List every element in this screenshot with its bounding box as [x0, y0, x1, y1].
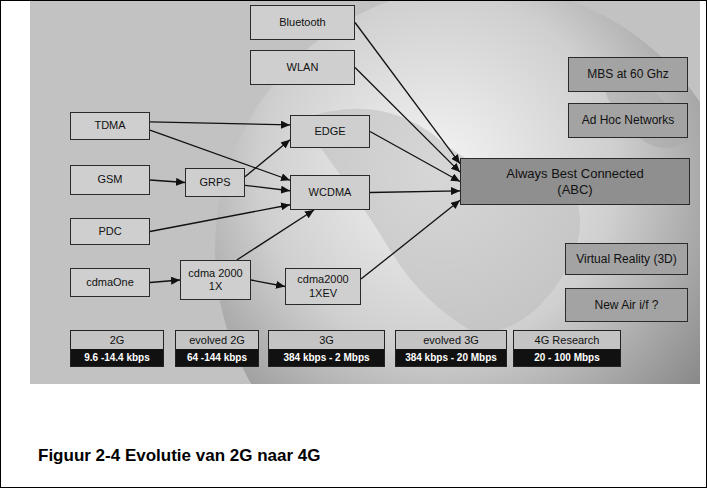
evolution-arrow: [150, 205, 290, 232]
evolution-arrow: [355, 68, 460, 173]
evolution-arrow: [150, 122, 290, 125]
generation-band: 4G Research20 - 100 Mbps: [513, 330, 621, 367]
globe: [215, 0, 700, 384]
box-label: Ad Hoc Networks: [582, 113, 675, 127]
evolution-arrow: [150, 180, 185, 183]
figure-caption: Figuur 2-4 Evolutie van 2G naar 4G: [38, 446, 320, 466]
data-rate: 9.6 -14.4 kbps: [71, 349, 163, 366]
tech-box: cdmaOne: [70, 268, 150, 297]
tech-box: Bluetooth: [250, 5, 355, 40]
evolution-arrow: [370, 132, 460, 182]
generation-name: 2G: [71, 331, 163, 349]
evolution-arrow: [245, 185, 290, 190]
tech-box: WLAN: [250, 50, 355, 85]
tech-box: TDMA: [70, 112, 150, 140]
generation-band: evolved 3G384 kbps - 20 Mbps: [395, 330, 507, 367]
data-rate: 384 kbps - 2 Mbps: [269, 349, 384, 366]
tech-box: PDC: [70, 218, 150, 245]
tech-box: cdma 2000 1X: [180, 260, 251, 300]
generation-name: evolved 3G: [396, 331, 506, 349]
generation-band: evolved 2G64 -144 kbps: [175, 330, 259, 367]
evolution-arrow: [361, 200, 460, 279]
tech-box: GSM: [70, 165, 150, 195]
box-label: EDGE: [314, 125, 345, 138]
box-label: GSM: [97, 173, 122, 186]
evolution-arrow: [150, 280, 180, 283]
generation-name: evolved 2G: [176, 331, 258, 349]
box-label: cdmaOne: [86, 276, 134, 289]
generation-name: 4G Research: [514, 331, 620, 349]
evolution-arrow: [245, 140, 290, 177]
box-label: PDC: [98, 225, 121, 238]
evolution-arrow: [251, 280, 285, 287]
data-rate: 64 -144 kbps: [176, 349, 258, 366]
research-box: Ad Hoc Networks: [568, 103, 688, 138]
evolution-arrow: [370, 191, 460, 193]
box-label: WCDMA: [309, 186, 352, 199]
box-label: WLAN: [287, 61, 319, 74]
box-label: Bluetooth: [279, 16, 325, 29]
box-label: cdma 2000 1X: [181, 267, 250, 293]
tech-box: WCDMA: [290, 175, 370, 210]
research-box: MBS at 60 Ghz: [568, 57, 688, 92]
generation-name: 3G: [269, 331, 384, 349]
evolution-arrow: [237, 210, 314, 260]
research-box: New Air i/f ?: [565, 288, 688, 322]
tech-box: GRPS: [185, 168, 245, 197]
data-rate: 384 kbps - 20 Mbps: [396, 349, 506, 366]
generation-band: 3G384 kbps - 2 Mbps: [268, 330, 385, 367]
box-label: TDMA: [94, 119, 125, 132]
data-rate: 20 - 100 Mbps: [514, 349, 620, 366]
tech-box: cdma2000 1XEV: [285, 268, 361, 305]
box-label: New Air i/f ?: [594, 298, 658, 312]
box-label: GRPS: [199, 176, 230, 189]
target-box: Always Best Connected (ABC): [460, 158, 690, 205]
box-label: Always Best Connected (ABC): [488, 166, 663, 197]
evolution-arrow: [355, 23, 460, 164]
generation-band: 2G9.6 -14.4 kbps: [70, 330, 164, 367]
research-box: Virtual Reality (3D): [565, 243, 688, 275]
tech-box: EDGE: [290, 115, 370, 148]
box-label: MBS at 60 Ghz: [587, 67, 668, 81]
box-label: cdma2000 1XEV: [286, 273, 360, 299]
box-label: Virtual Reality (3D): [576, 252, 676, 266]
